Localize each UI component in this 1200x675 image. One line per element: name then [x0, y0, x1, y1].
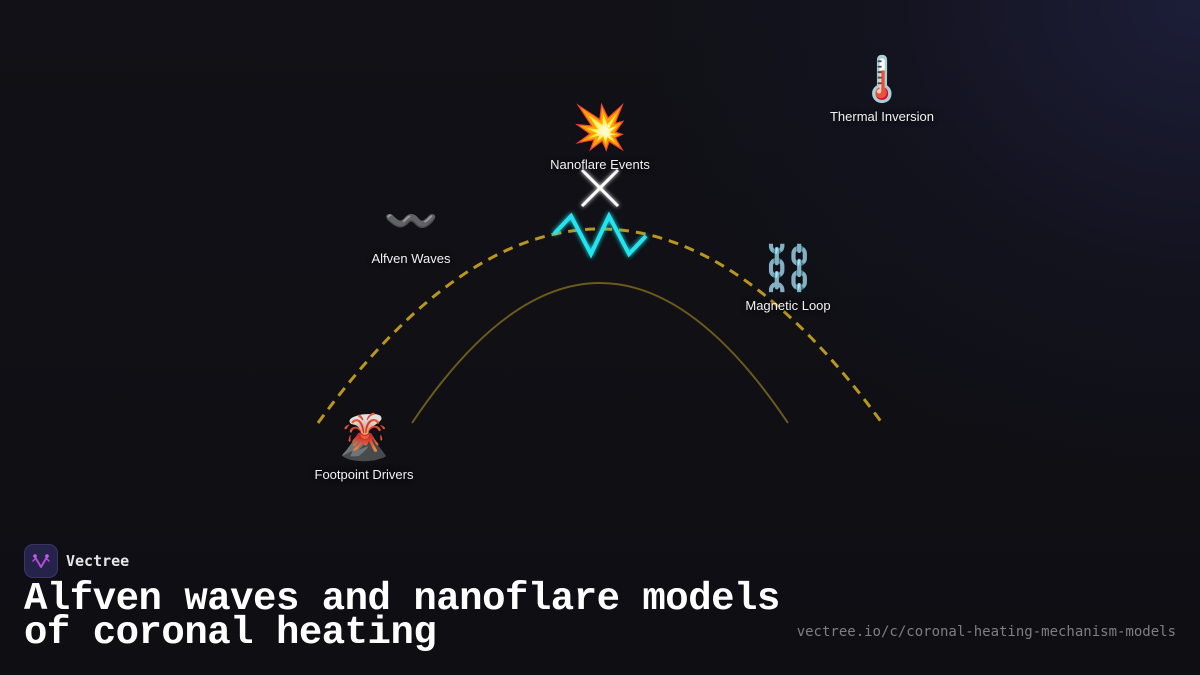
brand: Vectree — [24, 544, 129, 578]
volcano-icon: 🌋 — [336, 413, 392, 462]
vectree-logo-icon — [24, 544, 58, 578]
node-thermal-inversion[interactable]: 🌡️ Thermal Inversion — [830, 55, 934, 124]
node-label: Magnetic Loop — [745, 298, 831, 313]
node-magnetic-loop[interactable]: ⛓️ Magnetic Loop — [745, 244, 830, 313]
source-url[interactable]: vectree.io/c/coronal-heating-mechanism-m… — [796, 624, 1176, 640]
wavy-dash-icon: 〰️ — [383, 197, 439, 246]
brand-name: Vectree — [66, 552, 130, 570]
zigzag-lightning-icon — [552, 211, 648, 259]
node-label: Alfven Waves — [371, 251, 451, 266]
inner-loop-arc — [411, 282, 789, 424]
thermometer-icon: 🌡️ — [854, 55, 910, 104]
node-label: Footpoint Drivers — [314, 467, 414, 482]
node-nanoflare-events[interactable]: 💥 Nanoflare Events — [550, 103, 650, 172]
node-footpoint-drivers[interactable]: 🌋 Footpoint Drivers — [315, 413, 414, 482]
node-label: Nanoflare Events — [550, 157, 650, 172]
page-title: Alfven waves and nanoflare models of cor… — [24, 577, 780, 655]
cross-icon — [580, 168, 620, 208]
node-alfven-waves[interactable]: 〰️ Alfven Waves — [372, 197, 451, 266]
collision-icon: 💥 — [572, 103, 628, 152]
chains-icon: ⛓️ — [760, 244, 816, 293]
outer-loop-arc — [316, 227, 884, 424]
node-label: Thermal Inversion — [829, 109, 935, 124]
